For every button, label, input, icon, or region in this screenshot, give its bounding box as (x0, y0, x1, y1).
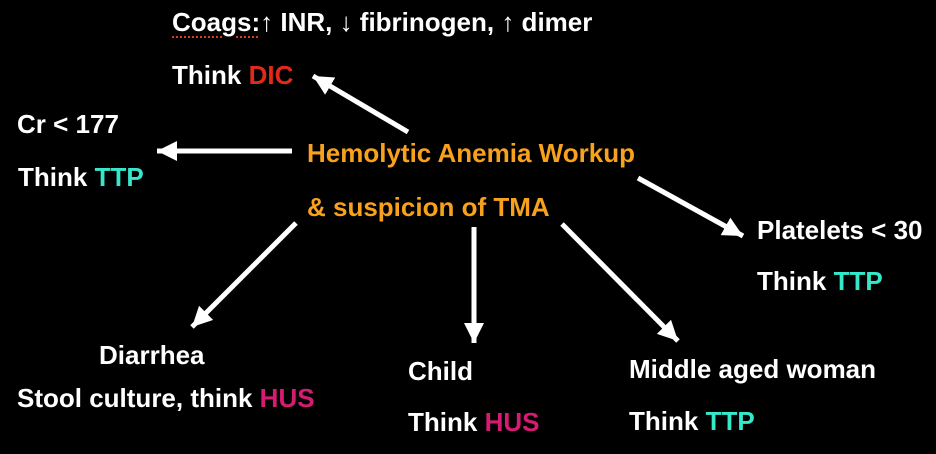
arrow-to-platelets (636, 175, 745, 239)
think-prefix: Think (172, 60, 249, 90)
node-coags-think: Think DIC (172, 61, 293, 90)
think-prefix: Think (629, 406, 706, 436)
arrow-to-diarrhea (190, 221, 298, 329)
diagnosis-ttp: TTP (705, 406, 755, 436)
think-prefix: Stool culture, think (17, 383, 260, 413)
arrow-to-dic (311, 73, 410, 135)
center-title-line1: Hemolytic Anemia Workup (307, 138, 635, 168)
coags-values: ↑ INR, ↓ fibrinogen, ↑ dimer (260, 7, 593, 37)
diagnosis-dic: DIC (248, 60, 294, 90)
center-title-line2: & suspicion of TMA (307, 192, 550, 222)
node-platelets-finding: Platelets < 30 (757, 215, 923, 245)
node-middle-aged-woman-finding: Middle aged woman (629, 354, 877, 384)
node-creatinine-finding: Cr < 177 (17, 109, 119, 139)
coags-label: Coags: (172, 7, 261, 37)
node-platelets-think: Think TTP (757, 267, 883, 296)
node-child-think: Think HUS (408, 408, 539, 437)
think-prefix: Think (757, 266, 834, 296)
node-diarrhea-finding: Diarrhea (99, 340, 205, 370)
node-middle-aged-woman-think: Think TTP (629, 407, 755, 436)
diagnosis-hus: HUS (484, 407, 540, 437)
arrow-to-middle-aged-woman (560, 222, 680, 343)
diagnosis-ttp: TTP (94, 162, 144, 192)
diagnosis-ttp: TTP (833, 266, 883, 296)
node-child-finding: Child (408, 356, 473, 386)
diagnosis-hus: HUS (259, 383, 315, 413)
node-creatinine-think: Think TTP (18, 163, 144, 192)
node-coags-finding: Coags:↑ INR, ↓ fibrinogen, ↑ dimer (172, 8, 592, 37)
node-diarrhea-think: Stool culture, think HUS (17, 384, 315, 413)
think-prefix: Think (18, 162, 95, 192)
think-prefix: Think (408, 407, 485, 437)
